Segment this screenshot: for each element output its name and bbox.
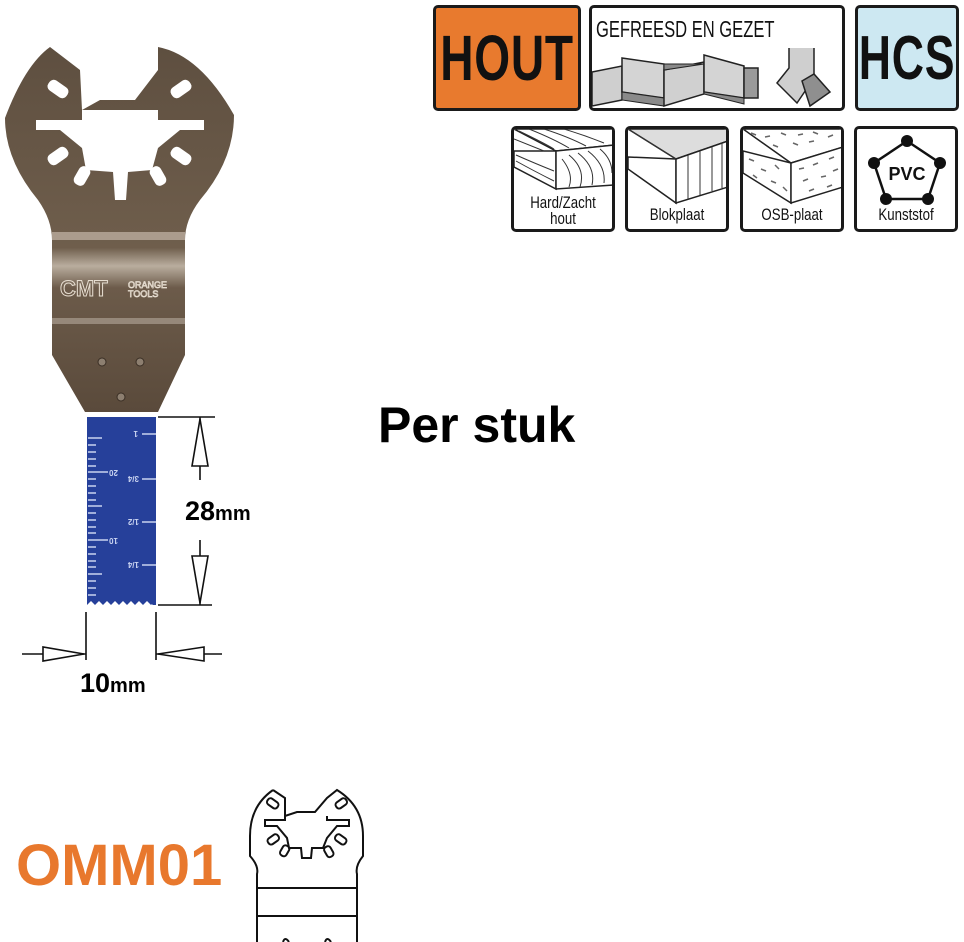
material-badge-label: HOUT — [440, 22, 574, 94]
product-code: OMM01 — [16, 833, 223, 898]
material-blockboard: Blokplaat — [625, 126, 729, 232]
steel-badge-label: HCS — [858, 23, 956, 93]
svg-text:1: 1 — [133, 429, 138, 438]
steel-badge-hcs: HCS — [855, 5, 959, 111]
process-badge-label: GEFREESD EN GEZET — [596, 16, 775, 42]
svg-text:TOOLS: TOOLS — [128, 289, 158, 299]
material-label: Kunststof — [878, 205, 934, 224]
svg-text:20: 20 — [109, 468, 118, 477]
height-dimension-label: 28mm — [185, 496, 251, 526]
svg-text:1/2: 1/2 — [127, 517, 139, 526]
unit-label: Per stuk — [378, 397, 576, 453]
svg-text:3/4: 3/4 — [127, 474, 139, 483]
dimension-lines — [22, 416, 222, 662]
blockboard-icon — [628, 129, 726, 205]
material-hardwood: Hard/Zacht hout — [511, 126, 615, 232]
svg-text:PVC: PVC — [888, 164, 925, 184]
pvc-plastic-icon: PVC — [868, 135, 946, 205]
material-badge-hout: HOUT — [433, 5, 581, 111]
material-label: Hard/Zacht hout — [530, 193, 596, 228]
svg-text:1/4: 1/4 — [127, 560, 139, 569]
milled-set-teeth-icon — [592, 48, 832, 108]
osb-board-icon — [743, 129, 841, 205]
material-label: OSB-plaat — [761, 205, 823, 224]
blade-image: CMT ORANGE TOOLS 20 10 1 3/4 1/2 1/4 — [5, 47, 234, 610]
material-plastic: PVC Kunststof — [854, 126, 958, 232]
material-label: Blokplaat — [649, 205, 705, 224]
svg-text:ORANGE: ORANGE — [128, 280, 167, 290]
svg-text:10: 10 — [109, 536, 118, 545]
svg-text:CMT: CMT — [60, 276, 108, 301]
material-osb: OSB-plaat — [740, 126, 844, 232]
blade-outline-icon — [249, 788, 364, 942]
process-badge: GEFREESD EN GEZET — [589, 5, 845, 111]
width-dimension-label: 10mm — [80, 668, 146, 698]
hardwood-icon — [514, 129, 612, 191]
